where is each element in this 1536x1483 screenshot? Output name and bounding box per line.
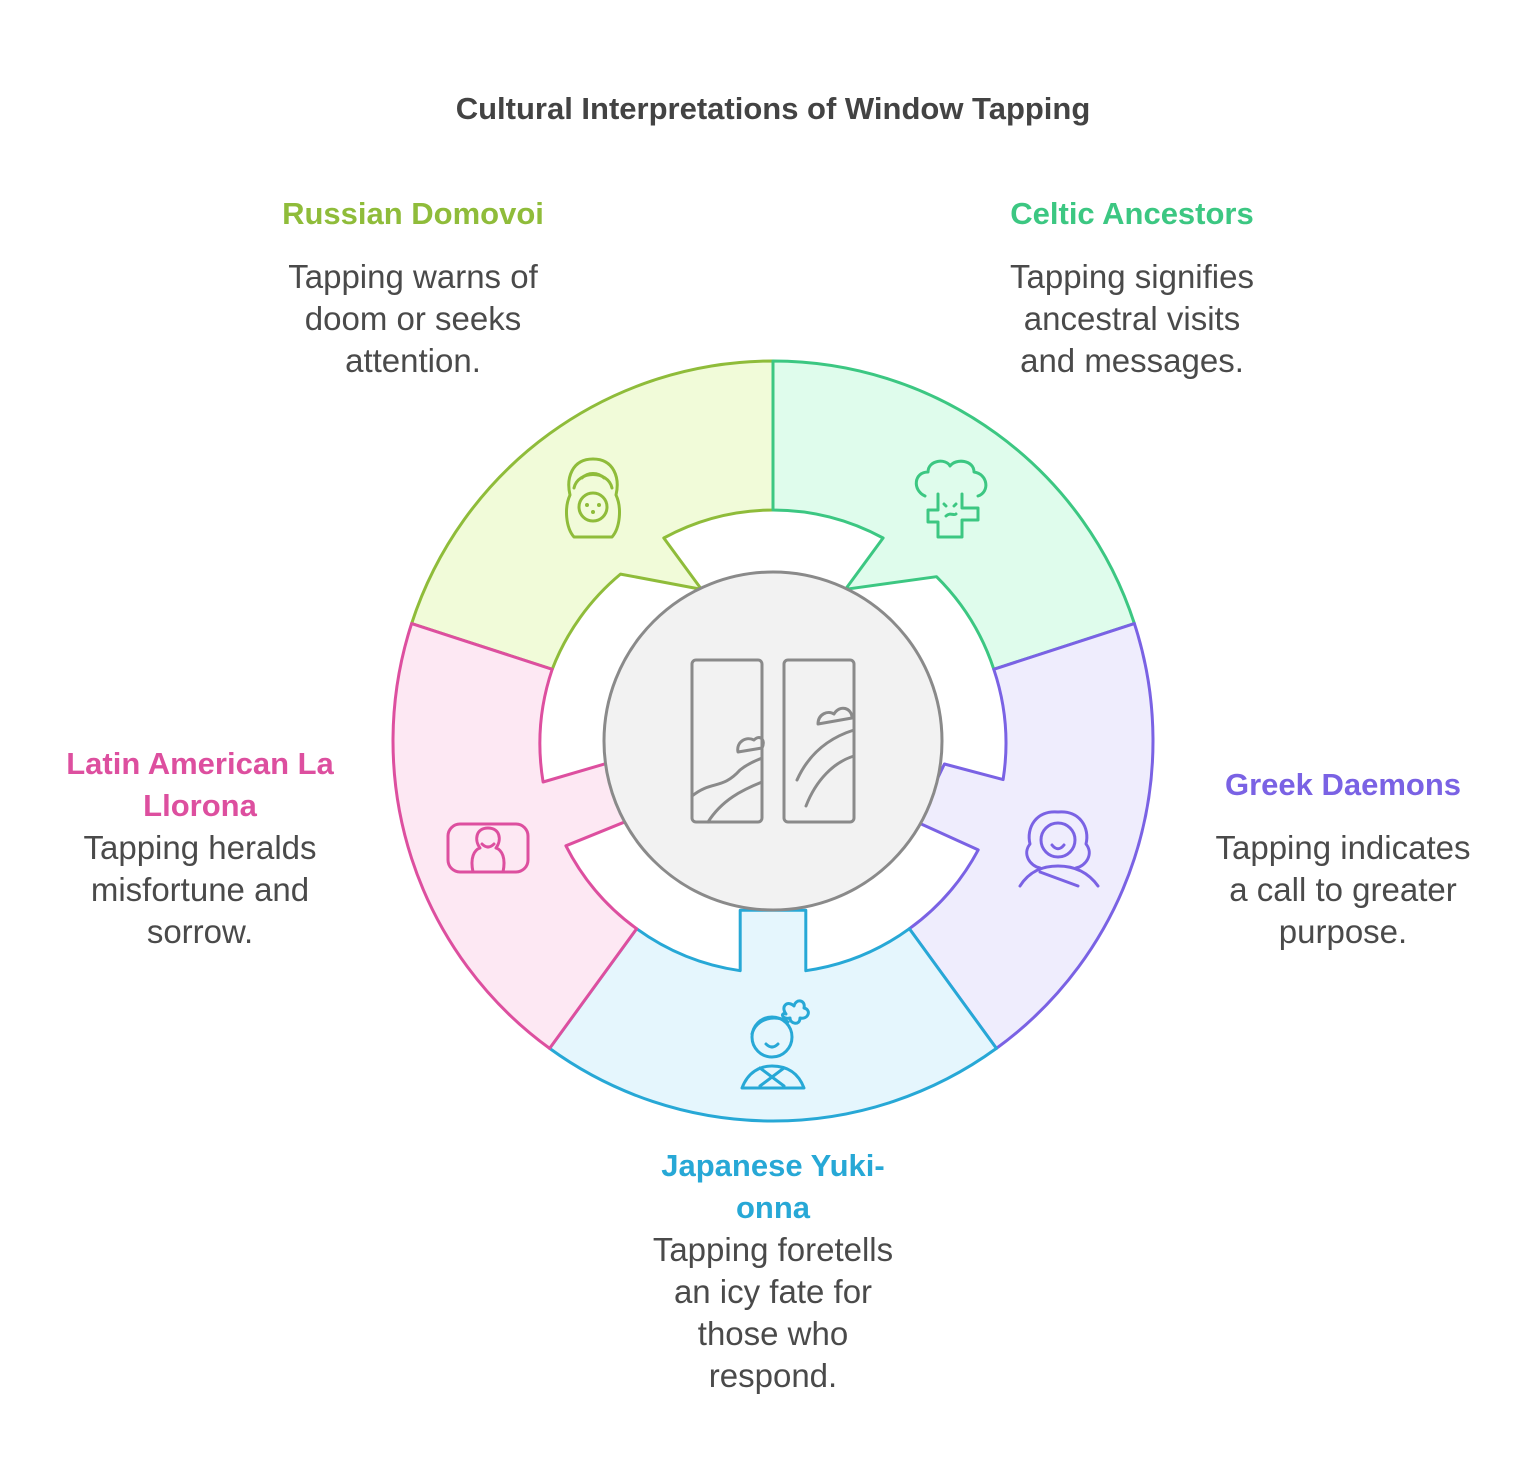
segment-heading: onna <box>736 1190 811 1225</box>
segment-description: an icy fate for <box>674 1273 872 1310</box>
segment-description: ancestral visits <box>1024 300 1240 337</box>
segment-heading: Latin American La <box>66 746 334 781</box>
segment-description: Tapping indicates <box>1215 829 1470 866</box>
segment-description: Tapping foretells <box>653 1231 893 1268</box>
segment-description: and messages. <box>1020 342 1244 379</box>
segment-heading: Greek Daemons <box>1225 767 1461 802</box>
tree-spirit-icon <box>914 459 988 539</box>
segment-description: sorrow. <box>147 913 253 950</box>
greek-figure-icon <box>1018 810 1100 888</box>
segment-heading: Japanese Yuki- <box>661 1148 884 1183</box>
segment-description: doom or seeks <box>305 300 521 337</box>
matryoshka-doll-icon <box>565 457 621 539</box>
segment-heading: Russian Domovoi <box>282 196 544 231</box>
segment-description: respond. <box>709 1357 837 1394</box>
segment-description: attention. <box>345 342 481 379</box>
window-icon <box>690 658 856 824</box>
segment-description: Tapping heralds <box>84 829 317 866</box>
geisha-icon <box>740 999 810 1090</box>
matryoshka-dots <box>585 503 601 514</box>
segment-description: misfortune and <box>91 871 309 908</box>
segment-russian-domovoi <box>410 359 775 671</box>
center-hub <box>602 570 944 912</box>
segment-description: Tapping warns of <box>288 258 538 295</box>
diagram-title: Cultural Interpretations of Window Tappi… <box>456 91 1091 126</box>
segment-heading: Celtic Ancestors <box>1010 196 1254 231</box>
segment-latin-american-la-llorona <box>391 622 639 1050</box>
woman-portrait-icon <box>446 822 530 874</box>
segment-heading: Llorona <box>143 788 257 823</box>
segment-description: purpose. <box>1279 913 1407 950</box>
segment-description: Tapping signifies <box>1010 258 1254 295</box>
segment-greek-daemons <box>907 622 1155 1050</box>
segment-description: those who <box>698 1315 848 1352</box>
segment-description: a call to greater <box>1229 871 1456 908</box>
